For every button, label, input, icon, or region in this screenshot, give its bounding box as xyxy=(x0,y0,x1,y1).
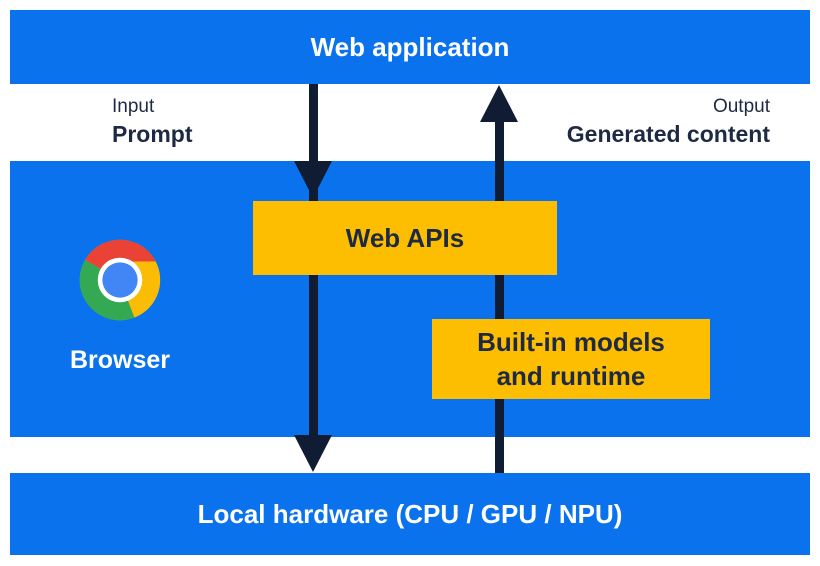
output-label-block: Output Generated content xyxy=(567,94,770,148)
local-hardware-bar: Local hardware (CPU / GPU / NPU) xyxy=(10,473,810,555)
built-in-models-box: Built-in models and runtime xyxy=(432,319,710,399)
chrome-logo-icon xyxy=(78,238,162,322)
prompt-down-arrowhead-to-hardware xyxy=(294,435,332,472)
built-in-models-line1: Built-in models xyxy=(477,327,665,357)
output-value-generated-content: Generated content xyxy=(566,121,770,147)
generated-content-up-arrowhead xyxy=(480,85,518,122)
input-label: Input xyxy=(112,96,155,117)
built-in-models-line2: and runtime xyxy=(496,361,646,391)
browser-label: Browser xyxy=(69,346,171,374)
output-label: Output xyxy=(712,96,770,117)
web-application-bar: Web application xyxy=(10,10,810,84)
generated-content-up-arrow-line xyxy=(495,118,504,473)
input-label-block: Input Prompt xyxy=(112,94,193,148)
prompt-down-arrowhead-to-web-apis xyxy=(294,161,332,198)
web-apis-box: Web APIs xyxy=(253,201,557,275)
input-value-prompt: Prompt xyxy=(112,121,193,147)
